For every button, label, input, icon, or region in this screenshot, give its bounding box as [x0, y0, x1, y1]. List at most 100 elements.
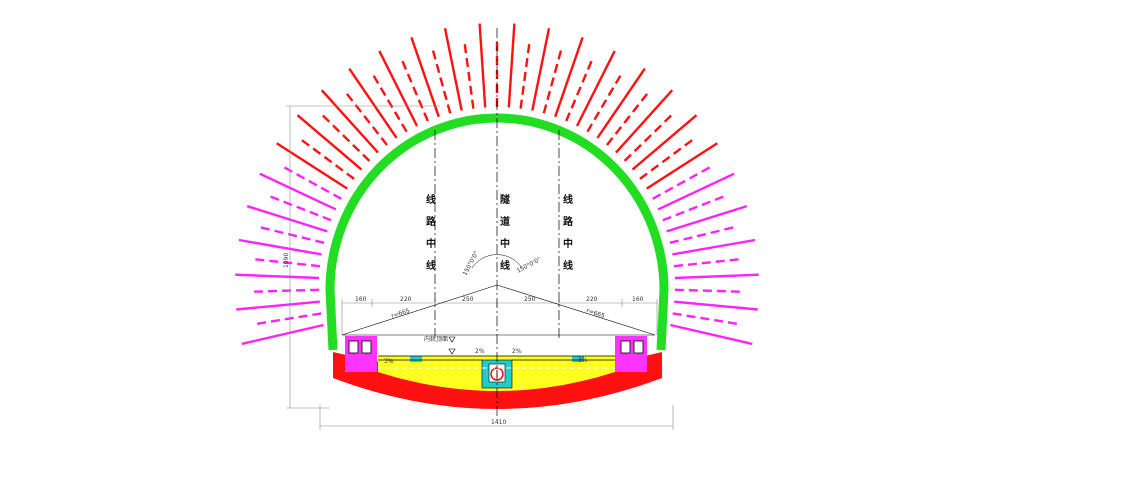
rock-bolt	[246, 204, 328, 233]
slope-right-label: 2%	[512, 348, 522, 355]
rock-bolt	[639, 138, 695, 180]
rock-bolt	[410, 37, 440, 118]
left-center-label: 线 路 中 线	[426, 193, 437, 272]
radius-right-label: r=665	[585, 307, 605, 320]
dimension-lines	[286, 105, 674, 430]
rock-bolt	[674, 300, 758, 311]
rock-bolt	[258, 225, 325, 244]
rock-bolt	[320, 89, 379, 154]
rock-bolt	[606, 91, 650, 146]
rock-bolt	[320, 113, 371, 162]
right-label-char: 线	[563, 259, 573, 272]
rock-bolt	[236, 300, 320, 311]
left-label-char: 线	[426, 193, 436, 206]
rock-bolt	[431, 48, 452, 114]
rock-bolt	[400, 58, 429, 122]
rock-bolt	[586, 73, 623, 133]
right-center-label: 线 路 中 线	[563, 193, 574, 272]
rock-bolt	[631, 114, 698, 171]
rock-bolt	[254, 312, 322, 326]
rock-bolt	[344, 91, 388, 146]
rock-bolt	[672, 312, 740, 326]
angle-left-label: 150°0'0"	[462, 250, 481, 277]
rock-bolt	[296, 114, 363, 171]
left-label-char: 线	[426, 259, 436, 272]
angle-right-label: 150°0'0"	[516, 256, 543, 275]
rock-bolt	[674, 273, 759, 280]
rock-bolt	[463, 42, 475, 109]
radius-lines	[341, 284, 656, 336]
rock-bolt	[669, 225, 736, 244]
right-small-drain	[572, 356, 584, 362]
rock-bolt	[282, 165, 342, 200]
elevation-marker-icon	[448, 348, 456, 355]
rock-bolt	[378, 50, 419, 127]
middle-label-char: 中	[500, 237, 510, 250]
rock-bolt	[276, 142, 348, 190]
middle-label-char: 线	[500, 259, 510, 272]
rock-bolt	[646, 142, 718, 190]
dim-label: 220	[400, 296, 412, 303]
rock-bolt	[657, 172, 735, 211]
dim-label: 160	[355, 296, 367, 303]
rock-bolt	[252, 288, 320, 293]
rock-bolt	[531, 27, 551, 111]
rock-bolt	[519, 42, 531, 109]
rock-bolt	[238, 238, 322, 256]
middle-center-label: 隧 道 中 线	[500, 193, 510, 272]
rock-bolt	[348, 67, 398, 139]
elevation-marker-icon	[448, 336, 456, 343]
rock-bolt	[575, 50, 616, 127]
left-small-drain	[410, 356, 422, 362]
rock-bolt	[565, 58, 594, 122]
rock-bolt	[235, 273, 320, 280]
right-label-char: 线	[563, 193, 573, 206]
rock-bolt	[672, 238, 756, 256]
rock-bolt	[253, 257, 321, 268]
rock-bolt	[662, 194, 726, 222]
rock-bolt	[299, 138, 355, 180]
rock-bolt	[673, 257, 741, 268]
center-lines	[434, 28, 560, 420]
dim-label: 250	[524, 296, 536, 303]
rock-bolt	[268, 194, 332, 222]
radius-left-label: r=665	[390, 307, 410, 320]
angle-arc	[471, 254, 523, 269]
dim-label: 220	[586, 296, 598, 303]
slope-far-left-label: 3%	[384, 358, 394, 365]
road-surface-lines	[378, 355, 615, 369]
dim-label: 160	[632, 296, 644, 303]
rock-bolt	[443, 27, 463, 111]
rock-bolt	[371, 73, 408, 133]
rock-bolt	[259, 172, 337, 211]
rock-bolt	[554, 37, 584, 118]
left-label-char: 路	[426, 215, 437, 228]
left-height-label: 1090	[283, 253, 290, 268]
rock-bolt	[670, 323, 753, 346]
road-surface-label: 内轨顶面	[424, 335, 448, 343]
bottom-width-label: 1410	[491, 419, 506, 426]
rock-bolt	[674, 288, 742, 293]
right-label-char: 中	[563, 237, 573, 250]
rock-bolt	[507, 23, 516, 108]
middle-label-char: 隧	[500, 193, 510, 206]
right-label-char: 路	[563, 215, 574, 228]
rock-bolt	[596, 67, 646, 139]
left-label-char: 中	[426, 237, 436, 250]
slope-left-label: 2%	[475, 348, 485, 355]
slope-far-right-label: 3%	[578, 357, 588, 364]
rock-bolt	[241, 323, 324, 346]
rock-bolts	[235, 23, 759, 346]
rock-bolt	[478, 23, 487, 108]
ditch-openings	[348, 340, 644, 354]
rock-bolt	[615, 89, 674, 154]
dim-label: 250	[462, 296, 474, 303]
rock-bolt	[652, 165, 712, 200]
top-dimension-labels: 160 220 250 250 220 160	[355, 296, 644, 303]
middle-label-char: 道	[500, 215, 510, 228]
rock-bolt	[666, 204, 748, 233]
rock-bolt	[623, 113, 674, 162]
rock-bolt	[542, 48, 563, 114]
